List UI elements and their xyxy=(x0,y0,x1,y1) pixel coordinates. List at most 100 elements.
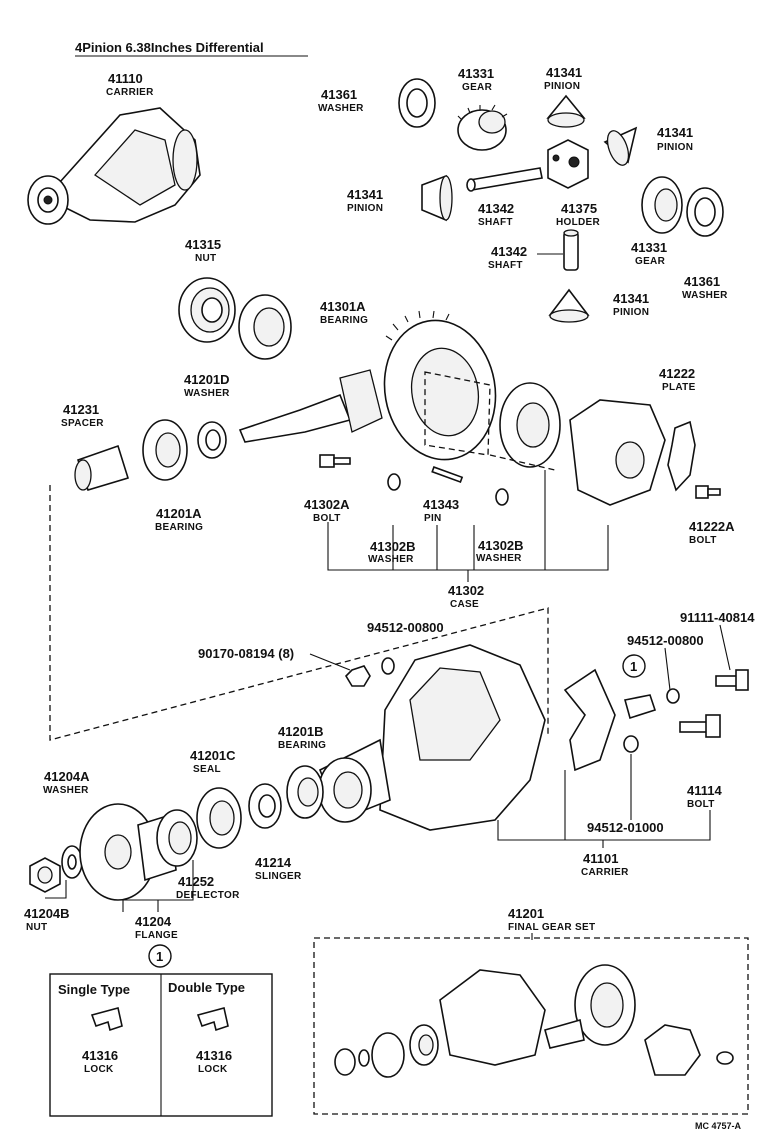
plate-41222-drawing xyxy=(667,420,696,492)
slinger-41214-drawing xyxy=(248,783,282,829)
part-name-41302b-left: WASHER xyxy=(368,554,414,565)
part-name-41301a: BEARING xyxy=(320,315,368,326)
part-name-41361-right: WASHER xyxy=(682,290,728,301)
part-number-41201b: 41201B xyxy=(278,724,324,739)
nut-41315-drawing xyxy=(178,277,236,343)
part-number-41331-right: 41331 xyxy=(631,240,667,255)
bolt-41114-drawing xyxy=(679,714,721,738)
pin-41343-drawing xyxy=(431,466,464,484)
part-number-41342-short: 41342 xyxy=(491,244,527,259)
part-number-41222a: 41222A xyxy=(689,519,735,534)
part-name-41204: FLANGE xyxy=(135,930,178,941)
diagram-title: 4Pinion 6.38Inches Differential xyxy=(75,40,264,55)
part-name-41204a: WASHER xyxy=(43,785,89,796)
part-number-41341-top: 41341 xyxy=(546,65,582,80)
part-name-41302: CASE xyxy=(450,599,479,610)
lock-double-number: 41316 xyxy=(196,1048,232,1063)
carrier-41110-drawing xyxy=(27,107,201,225)
bolt-41222a-drawing xyxy=(695,485,721,499)
bearing-41301a-drawing xyxy=(238,294,292,360)
washer-41361-right-drawing xyxy=(686,187,724,237)
part-number-94512-00800-left: 94512-00800 xyxy=(367,620,444,635)
part-name-41231: SPACER xyxy=(61,418,104,429)
bearing-41201a-drawing xyxy=(142,419,188,481)
part-number-94512-01000: 94512-01000 xyxy=(587,820,664,835)
carrier-assembly-dashed-outline xyxy=(49,485,549,741)
lock-variants-box xyxy=(49,973,273,1117)
footer-code: MC 4757-A xyxy=(695,1121,742,1131)
part-number-41214: 41214 xyxy=(255,855,292,870)
nut-90170-drawing xyxy=(344,665,371,687)
part-number-41204a: 41204A xyxy=(44,769,90,784)
part-number-41341-lower: 41341 xyxy=(613,291,649,306)
part-name-41341-lower: PINION xyxy=(613,307,649,318)
part-name-41302b-right: WASHER xyxy=(476,553,522,564)
nut-90170-leader xyxy=(309,653,351,671)
part-number-41301a: 41301A xyxy=(320,299,366,314)
washer-41302b-left-drawing xyxy=(387,473,401,491)
pinion-41341-top-drawing xyxy=(546,94,586,128)
part-name-41204b: NUT xyxy=(26,922,47,933)
final-gear-set-box xyxy=(313,937,749,1115)
part-number-41201: 41201 xyxy=(508,906,544,921)
drive-pinion-drawing xyxy=(238,369,383,443)
gear-41331-right-drawing xyxy=(641,176,683,234)
washer-41361-top-drawing xyxy=(398,78,436,128)
bolt-91111-leader xyxy=(719,624,731,671)
case-assembly-dashed-link xyxy=(489,454,556,471)
part-number-41341-left: 41341 xyxy=(347,187,383,202)
washer-94512-00800-right-drawing xyxy=(666,688,680,704)
part-number-41101: 41101 xyxy=(583,851,618,866)
spacer-41231-drawing xyxy=(74,444,130,491)
holder-41375-drawing xyxy=(547,139,589,189)
part-name-41201b: BEARING xyxy=(278,740,326,751)
part-number-41361-top: 41361 xyxy=(321,87,357,102)
pinion-41341-right-drawing xyxy=(603,126,638,166)
lock-single-name: LOCK xyxy=(84,1064,114,1075)
bolt-41302a-drawing xyxy=(319,454,351,468)
part-name-41343: PIN xyxy=(424,513,442,524)
part-number-41302b-right: 41302B xyxy=(478,538,524,553)
part-name-41214: SLINGER xyxy=(255,871,302,882)
case-41302-left-half-drawing xyxy=(499,382,561,468)
part-number-41222: 41222 xyxy=(659,366,695,381)
part-number-41204: 41204 xyxy=(135,914,172,929)
lock-double-name: LOCK xyxy=(198,1064,228,1075)
part-name-41302a: BOLT xyxy=(313,513,341,524)
lock-single-type-label: Single Type xyxy=(58,982,130,997)
final-gear-set-drawing xyxy=(334,964,734,1078)
shaft-41342-long-drawing xyxy=(466,167,543,192)
part-number-41231: 41231 xyxy=(63,402,99,417)
part-name-41114: BOLT xyxy=(687,799,715,810)
part-number-41201d: 41201D xyxy=(184,372,230,387)
part-number-41302: 41302 xyxy=(448,583,484,598)
part-name-41201d: WASHER xyxy=(184,388,230,399)
ring-gear-drawing xyxy=(383,310,497,461)
part-name-41375: HOLDER xyxy=(556,217,600,228)
part-name-41201a: BEARING xyxy=(155,522,203,533)
part-number-41252: 41252 xyxy=(178,874,214,889)
part-name-41222: PLATE xyxy=(662,382,696,393)
lock-single-number: 41316 xyxy=(82,1048,118,1063)
case-41302-bracket xyxy=(327,470,609,582)
shaft-41342-short-drawing xyxy=(563,229,579,271)
washer-94512-00800-right-leader xyxy=(664,647,671,691)
part-number-41201c: 41201C xyxy=(190,748,236,763)
seal-41201c-drawing xyxy=(196,787,242,849)
part-number-41331-top: 41331 xyxy=(458,66,494,81)
part-number-41201a: 41201A xyxy=(156,506,202,521)
part-number-41110: 41110 xyxy=(108,71,143,86)
part-name-41110: CARRIER xyxy=(106,87,154,98)
part-number-91111-40814: 91111-40814 xyxy=(680,610,755,625)
washer-94512-01000-drawing xyxy=(623,735,639,753)
part-name-41252: DEFLECTOR xyxy=(176,890,240,901)
part-number-41361-right: 41361 xyxy=(684,274,720,289)
part-number-41341-right: 41341 xyxy=(657,125,693,140)
washer-41302b-right-drawing xyxy=(495,488,509,506)
variant-mark-upper: 1 xyxy=(630,659,637,674)
case-assembly-dashed-outline xyxy=(424,371,491,456)
variant-mark-circle-upper xyxy=(622,654,646,678)
part-name-41341-left: PINION xyxy=(347,203,383,214)
part-name-41341-right: PINION xyxy=(657,142,693,153)
